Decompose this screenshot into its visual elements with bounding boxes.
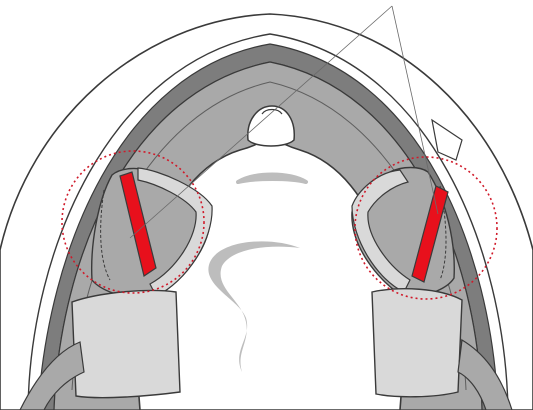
head-chin-shadow — [238, 175, 306, 183]
right-chin-strap-pad — [372, 289, 462, 397]
left-chin-strap-pad — [72, 290, 180, 397]
